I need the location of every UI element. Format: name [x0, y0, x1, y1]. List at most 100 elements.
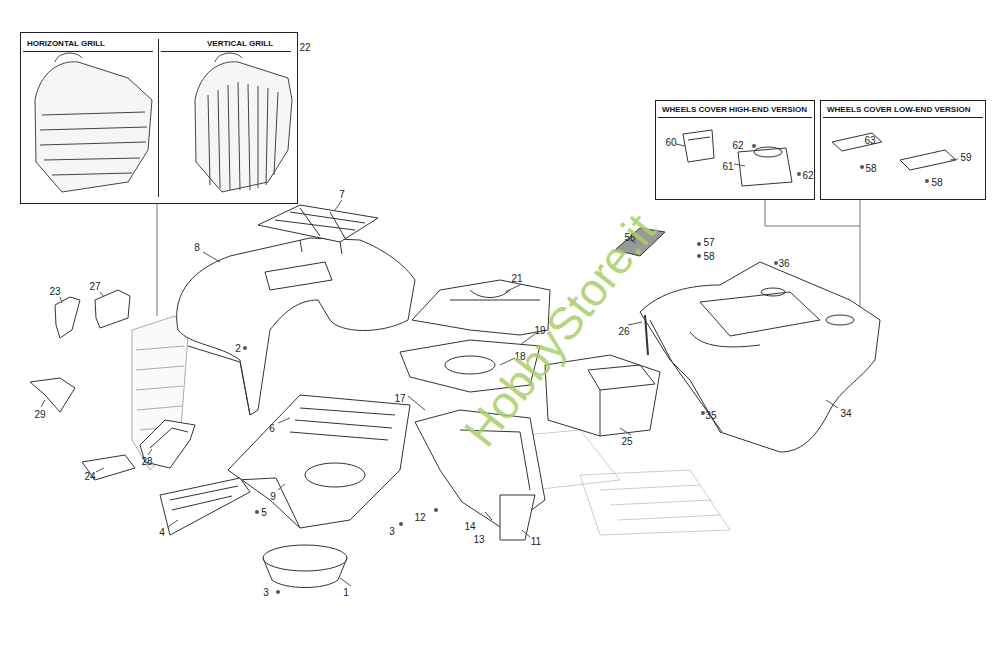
wheel-cover-parts	[683, 130, 714, 162]
rear-body-part	[700, 292, 820, 336]
hood-part	[177, 238, 415, 415]
callout-number: 24	[84, 471, 95, 482]
callout-number: 13	[473, 534, 484, 545]
inset-heading: VERTICAL GRILL	[207, 39, 273, 49]
callout-number: 57	[703, 237, 714, 248]
callout-number: 12	[414, 512, 425, 523]
hood-part	[265, 262, 332, 290]
callout-number: 5	[261, 507, 267, 518]
small-parts	[140, 420, 195, 468]
heading-underline	[23, 51, 153, 52]
callout-number: 1	[343, 587, 349, 598]
seat-box-part	[588, 365, 655, 390]
callout-number: 29	[34, 409, 45, 420]
callout-number: 7	[339, 189, 345, 200]
rear-body-part	[640, 262, 880, 452]
rear-body-part	[640, 262, 880, 452]
callout-number: 61	[722, 161, 733, 172]
wheel-cover-parts	[832, 133, 882, 151]
callout-number: 58	[865, 163, 876, 174]
callout-number: 58	[931, 177, 942, 188]
callout-number: 23	[49, 286, 60, 297]
grill-inset-drawing	[35, 53, 292, 192]
small-parts	[30, 378, 75, 412]
dash-lower-part	[485, 512, 492, 520]
grill-inset-drawing	[208, 82, 278, 190]
ring-part	[263, 545, 347, 588]
heading-underline	[823, 117, 983, 118]
callout-number: 9	[270, 491, 276, 502]
callout-number: 63	[864, 135, 875, 146]
callout-number: 28	[141, 456, 152, 467]
small-parts	[30, 290, 195, 480]
small-parts	[150, 428, 188, 448]
callout-number: 60	[665, 137, 676, 148]
grill-inset-drawing	[215, 53, 242, 62]
leader-line	[157, 203, 158, 316]
callout-number: 11	[531, 536, 541, 547]
screw-symbol	[243, 144, 929, 594]
callout-number: 17	[394, 393, 405, 404]
callout-number: 3	[263, 587, 269, 598]
ring-part	[263, 558, 347, 580]
rear-body-part	[650, 320, 760, 432]
callout-number: 3	[389, 526, 395, 537]
callout-number: 62	[802, 170, 813, 181]
callout-number: 58	[703, 251, 714, 262]
callout-number: 34	[840, 408, 851, 419]
dash-lower-part	[500, 495, 535, 540]
screw-symbol	[276, 590, 280, 594]
heading-underline	[658, 117, 812, 118]
leader-line	[41, 144, 958, 586]
screw-symbol	[797, 172, 801, 176]
callout-number: 59	[960, 152, 971, 163]
callout-number: 27	[89, 281, 100, 292]
callout-number: 36	[778, 258, 789, 269]
screw-symbol	[701, 411, 705, 415]
dash-panel-part	[300, 240, 342, 254]
grill-inset-drawing	[40, 112, 147, 175]
footrest-ghost	[580, 470, 730, 535]
dash-panel-part	[275, 208, 365, 238]
screw-symbol	[255, 510, 259, 514]
screw-symbol	[243, 346, 247, 350]
small-parts	[95, 290, 130, 328]
floor-pan-part	[228, 395, 410, 528]
callout-number: 25	[621, 436, 632, 447]
wheel-cover-parts	[900, 150, 956, 170]
trim-part	[645, 315, 648, 355]
callout-number: 6	[269, 423, 275, 434]
seat-box-part	[600, 390, 601, 436]
bracket-part	[160, 478, 250, 535]
screw-symbol	[434, 508, 438, 512]
callout-number: 21	[511, 273, 522, 284]
screw-symbol	[774, 261, 778, 265]
dash-panel-part	[258, 205, 378, 254]
screw-symbol	[399, 522, 403, 526]
footrest-ghost	[600, 485, 720, 520]
inset-heading: WHEELS COVER LOW-END VERSION	[827, 105, 970, 115]
bracket-part	[170, 486, 238, 510]
floor-pan-part	[290, 408, 395, 440]
floor-pan-part	[305, 463, 365, 487]
rear-body-part	[761, 288, 785, 296]
callout-number: 35	[705, 410, 716, 421]
callout-number: 26	[618, 326, 629, 337]
rear-body-part	[826, 315, 854, 325]
dash-panel-part	[258, 205, 378, 242]
floor-pan-part	[228, 395, 410, 528]
screw-symbol	[752, 144, 756, 148]
wheel-cover-parts	[738, 148, 792, 186]
grill-inset-drawing	[195, 62, 292, 192]
plate-part	[445, 356, 495, 374]
callout-number: 2	[235, 343, 241, 354]
callout-number: 14	[464, 521, 475, 532]
inset-box: HORIZONTAL GRILLVERTICAL GRILL	[20, 32, 298, 204]
ring-part	[272, 580, 338, 588]
heading-underline	[161, 51, 291, 52]
wheel-cover-parts	[754, 147, 782, 157]
grill-inset-drawing	[35, 62, 152, 192]
screw-symbol	[697, 242, 701, 246]
ring-part	[263, 545, 347, 571]
